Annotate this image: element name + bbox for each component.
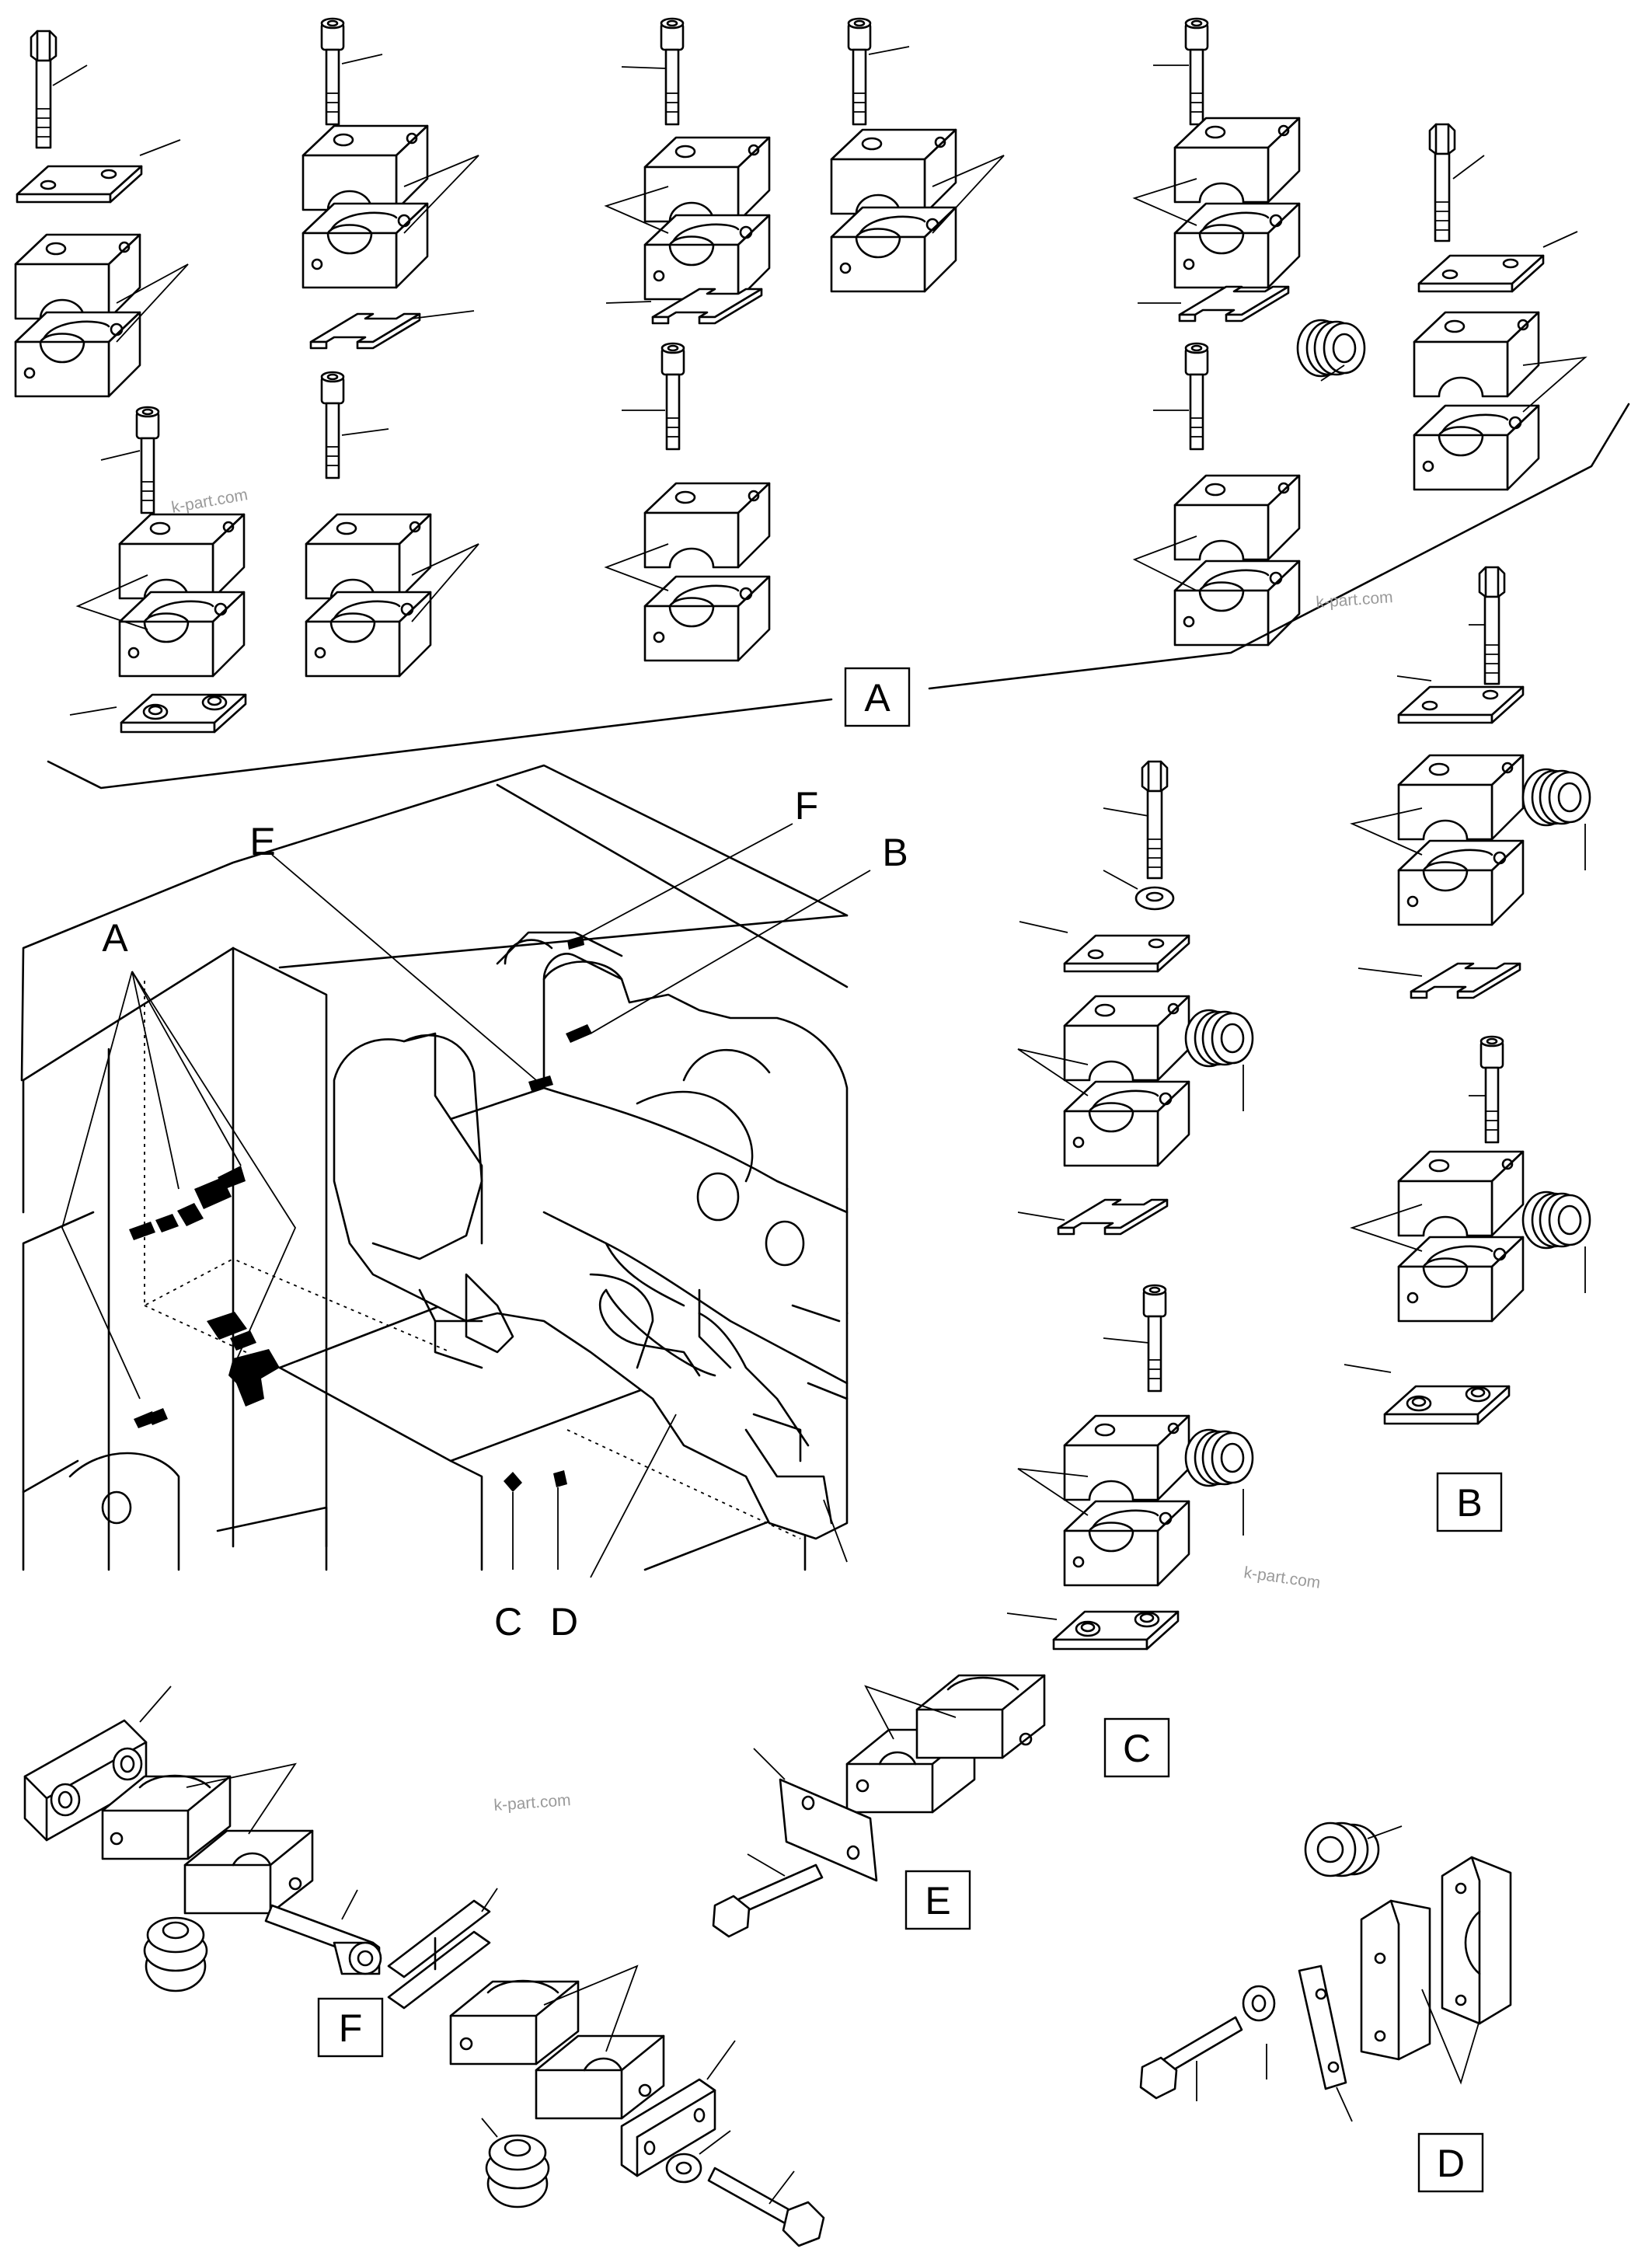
callout-box-c xyxy=(1103,1717,1170,1778)
parts-group-f: F xyxy=(23,1686,825,2247)
callout-label-e: E xyxy=(925,1879,950,1923)
callout-box-b xyxy=(1436,1472,1503,1532)
parts-group-d: D xyxy=(1139,1821,1512,2193)
watermark-4: k-part.com xyxy=(493,1791,572,1815)
callout-label-d: D xyxy=(1437,2142,1465,2185)
callout-box-a xyxy=(844,667,911,727)
parts-group-a: A xyxy=(14,17,1630,790)
callout-box-d xyxy=(1417,2132,1484,2193)
watermark-3: k-part.com xyxy=(1242,1564,1321,1592)
watermark-1: k-part.com xyxy=(170,486,249,517)
engine-callout-b: B xyxy=(882,831,908,874)
engine-callout-e: E xyxy=(249,820,275,863)
callout-label-c: C xyxy=(1123,1727,1151,1770)
engine-callout-c: C xyxy=(494,1600,522,1644)
callout-box-e xyxy=(904,1870,971,1930)
parts-group-c: C xyxy=(1006,760,1254,1778)
engine-callout-a: A xyxy=(102,916,128,960)
callout-box-f xyxy=(317,1997,384,2058)
watermark-2: k-part.com xyxy=(1316,588,1394,612)
engine-overview: A E F B C D xyxy=(20,764,908,1644)
parts-group-b: B xyxy=(1344,566,1591,1532)
engine-callout-d: D xyxy=(550,1600,578,1644)
parts-group-e: E xyxy=(712,1674,1046,1938)
callout-label-b: B xyxy=(1456,1481,1482,1525)
engine-callout-f: F xyxy=(795,784,819,828)
callout-label-f: F xyxy=(339,2006,363,2050)
callout-label-a: A xyxy=(864,676,890,720)
